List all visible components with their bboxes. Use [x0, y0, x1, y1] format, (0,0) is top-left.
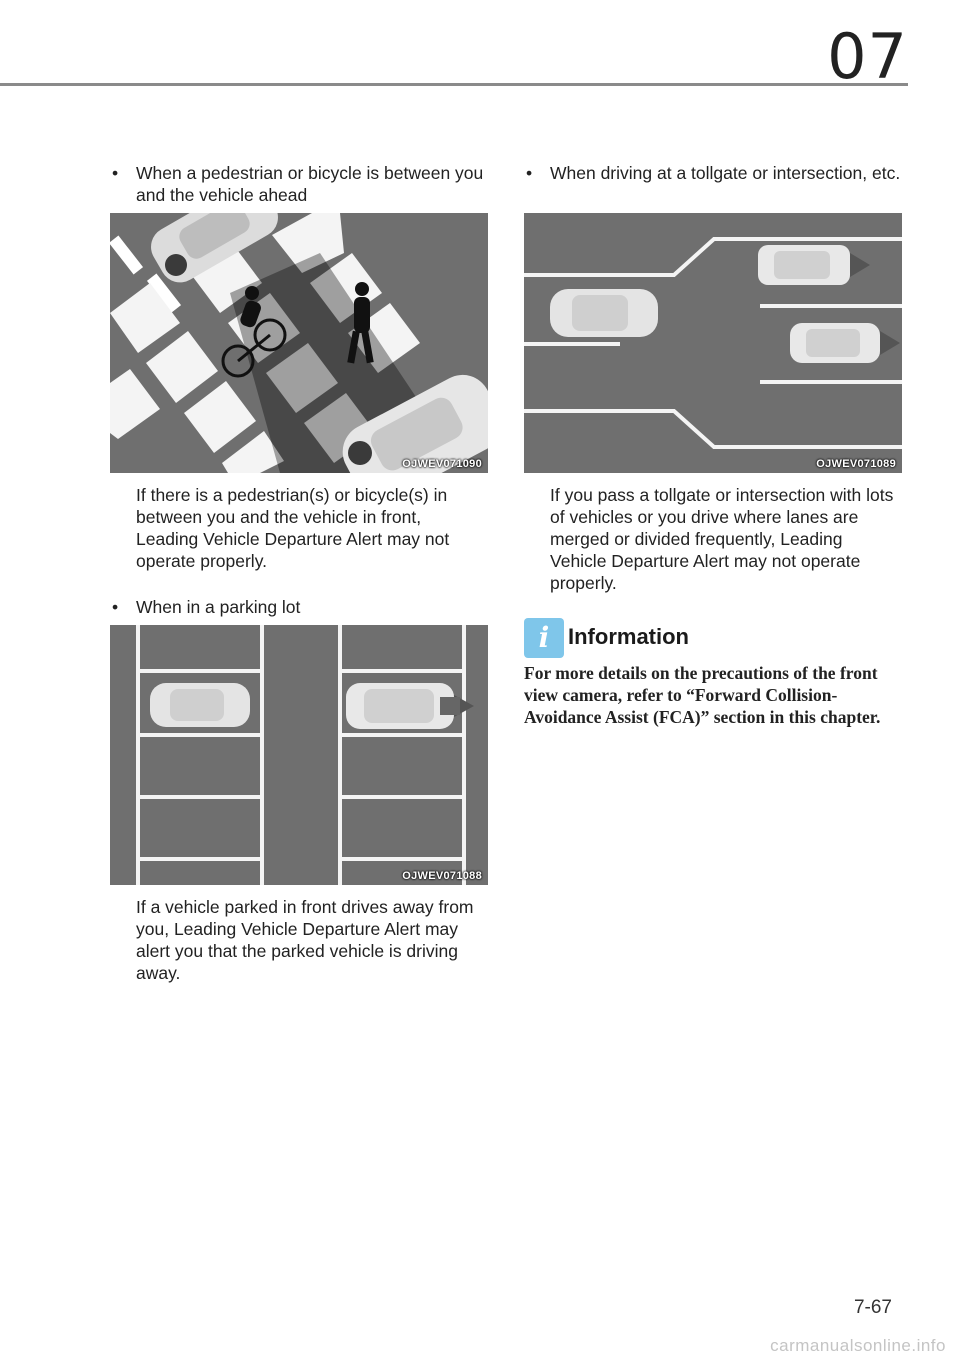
watermark: carmanualsonline.info	[770, 1336, 946, 1355]
figure-parking-lot: OJWEV071088	[110, 625, 488, 885]
figure-pedestrian-crossing: OJWEV071090	[110, 213, 488, 473]
bullet-text: When in a parking lot	[136, 597, 301, 617]
description-pedestrian: If there is a pedestrian(s) or bicycle(s…	[136, 485, 450, 571]
desc-parking-wrap: If a vehicle parked in front drives away…	[110, 896, 488, 984]
figure-code-label: OJWEV071089	[816, 458, 896, 470]
figure-tollgate-wrap: OJWEV071089	[524, 213, 902, 473]
bullet-tollgate: • When driving at a tollgate or intersec…	[524, 162, 902, 184]
tollgate-illustration	[524, 213, 902, 473]
left-column: • When a pedestrian or bicycle is betwee…	[110, 162, 488, 206]
chapter-number: 07	[827, 20, 908, 93]
description-tollgate: If you pass a tollgate or intersection w…	[550, 485, 894, 593]
page-number: 7-67	[853, 1297, 892, 1318]
bullet-text: When a pedestrian or bicycle is between …	[136, 163, 484, 205]
header-rule	[0, 83, 908, 86]
figure-code-label: OJWEV071088	[402, 870, 482, 882]
desc-tollgate-wrap: If you pass a tollgate or intersection w…	[524, 484, 902, 594]
parking-lot-illustration	[110, 625, 488, 885]
bullet-dot: •	[526, 163, 533, 183]
information-body: For more details on the precautions of t…	[524, 663, 881, 727]
bullet-dot: •	[112, 597, 119, 617]
figure-pedestrian-wrap: OJWEV071090	[110, 213, 488, 473]
bullet-text: When driving at a tollgate or intersecti…	[550, 163, 901, 183]
right-column: • When driving at a tollgate or intersec…	[524, 162, 902, 184]
figure-tollgate-intersection: OJWEV071089	[524, 213, 902, 473]
information-title: Information	[568, 624, 689, 649]
info-icon: i	[524, 618, 564, 658]
info-icon-glyph: i	[538, 621, 550, 654]
bullet-parking: • When in a parking lot	[110, 596, 488, 618]
bullet-parking-wrap: • When in a parking lot	[110, 596, 488, 618]
bullet-pedestrian: • When a pedestrian or bicycle is betwee…	[110, 162, 488, 206]
description-parking: If a vehicle parked in front drives away…	[136, 897, 474, 983]
desc-pedestrian-wrap: If there is a pedestrian(s) or bicycle(s…	[110, 484, 488, 572]
information-box: i Information For more details on the pr…	[524, 618, 902, 728]
figure-code-label: OJWEV071090	[402, 458, 482, 470]
information-header: i Information	[524, 618, 902, 658]
pedestrian-crossing-illustration	[110, 213, 488, 473]
figure-parking-wrap: OJWEV071088	[110, 625, 488, 885]
bullet-dot: •	[112, 163, 119, 183]
